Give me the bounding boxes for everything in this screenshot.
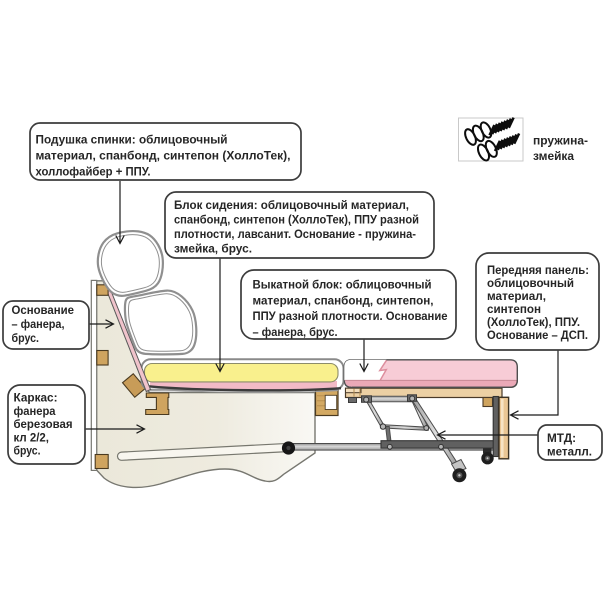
svg-text:Блок сидения: облицовочный мат: Блок сидения: облицовочный материал,	[174, 198, 409, 212]
svg-text:материал, спанбонд, синтепон: материал, спанбонд, синтепон (ХоллоТек),	[36, 149, 291, 163]
svg-text:плотности, лавсанит. Основание: плотности, лавсанит. Основание - пружина…	[174, 227, 416, 241]
svg-text:змейка, брус.: змейка, брус.	[174, 242, 252, 256]
svg-text:пружина-: пружина-	[533, 134, 588, 148]
svg-text:змейка: змейка	[533, 149, 574, 163]
svg-text:МТД:: МТД:	[547, 431, 576, 445]
svg-text:облицовочный: облицовочный	[487, 276, 574, 290]
svg-text:брус.: брус.	[12, 331, 40, 345]
svg-text:материал,: материал,	[487, 289, 546, 303]
svg-text:фанера: фанера	[14, 404, 56, 418]
svg-text:спанбонд, синтепон (ХоллоТек),: спанбонд, синтепон (ХоллоТек), ППУ разно…	[174, 213, 419, 227]
svg-text:материал, спанбонд, синтепон,: материал, спанбонд, синтепон,	[253, 293, 434, 307]
svg-text:Выкатной блок: облицовочный: Выкатной блок: облицовочный	[253, 278, 432, 292]
svg-text:Передняя панель:: Передняя панель:	[487, 263, 589, 277]
svg-text:Основание – ДСП.: Основание – ДСП.	[487, 328, 588, 342]
svg-text:брус.: брус.	[14, 444, 41, 458]
svg-text:кл 2/2,: кл 2/2,	[14, 430, 50, 444]
svg-text:березовая: березовая	[14, 417, 73, 431]
svg-text:холлофайбер + ППУ.: холлофайбер + ППУ.	[36, 165, 151, 179]
svg-text:синтепон: синтепон	[487, 302, 541, 316]
svg-text:(ХоллоТек), ППУ.: (ХоллоТек), ППУ.	[487, 315, 580, 329]
svg-text:– фанера, брус.: – фанера, брус.	[253, 325, 338, 339]
svg-text:металл.: металл.	[547, 445, 592, 459]
svg-text:Подушка спинки: облицовочный: Подушка спинки: облицовочный	[36, 133, 228, 147]
svg-text:Основание: Основание	[12, 303, 75, 317]
svg-text:– фанера,: – фанера,	[12, 317, 65, 331]
svg-text:Каркас:: Каркас:	[14, 391, 58, 405]
svg-text:ППУ разной плотности. Основани: ППУ разной плотности. Основание	[253, 309, 448, 323]
